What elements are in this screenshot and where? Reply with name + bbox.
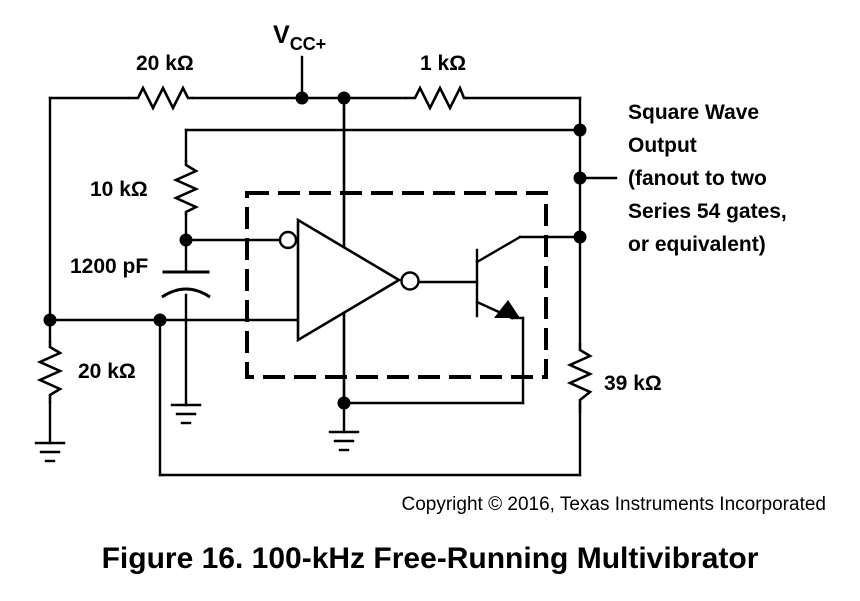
- figure-caption: Figure 16. 100-kHz Free-Running Multivib…: [102, 542, 759, 575]
- output-note-line: or equivalent): [628, 233, 766, 256]
- resistor-20k-bottom: [36, 341, 64, 403]
- resistor-20k-top: [128, 85, 193, 111]
- label-20k-top: 20 kΩ: [136, 52, 194, 75]
- resistor-10k: [172, 160, 200, 215]
- inverting-input-bubble: [278, 230, 298, 250]
- comparator-triangle: [296, 217, 402, 343]
- label-1k-top: 1 kΩ: [420, 52, 466, 75]
- ground-center: [328, 430, 360, 452]
- output-note-line: Output: [628, 134, 697, 157]
- output-note-line: (fanout to two: [628, 167, 767, 190]
- ic-package-outline: [245, 191, 548, 379]
- resistor-1k-top: [405, 84, 467, 111]
- output-bubble: [400, 271, 420, 291]
- junction-dots: [43, 91, 587, 410]
- emitter-arrow: [494, 300, 520, 318]
- output-note-line: Square Wave: [628, 101, 759, 124]
- output-note: Square Wave Output (fanout to two Series…: [628, 101, 787, 256]
- output-note-line: Series 54 gates,: [628, 200, 787, 223]
- label-1200pf: 1200 pF: [70, 255, 148, 278]
- ground-cap: [170, 403, 202, 425]
- label-20k-bottom: 20 kΩ: [78, 360, 136, 383]
- capacitor-1200pf: [161, 270, 211, 299]
- copyright-notice: Copyright © 2016, Texas Instruments Inco…: [402, 494, 827, 515]
- vcc-label: VCC+: [273, 21, 326, 54]
- label-10k: 10 kΩ: [90, 178, 148, 201]
- label-39k: 39 kΩ: [604, 372, 662, 395]
- ground-left: [34, 441, 66, 463]
- resistor-39k: [566, 343, 594, 413]
